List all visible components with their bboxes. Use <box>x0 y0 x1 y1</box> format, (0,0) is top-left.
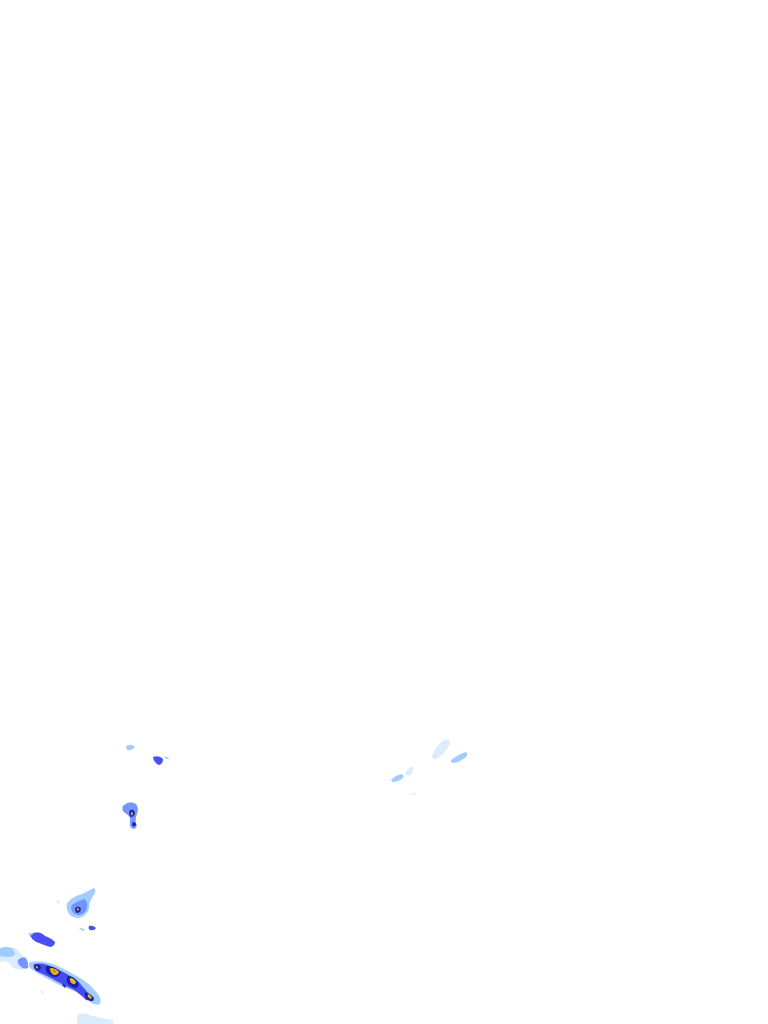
echo-very-light <box>432 739 450 760</box>
echo-strong <box>153 756 163 765</box>
echo-core <box>131 812 133 816</box>
echo-very-light <box>411 792 416 795</box>
echo-core <box>77 908 79 911</box>
echo-light <box>164 756 169 759</box>
echo-core <box>87 994 92 999</box>
echo-heavy <box>132 822 136 827</box>
echo-light <box>0 947 15 957</box>
echo-cluster-lower-left <box>28 888 96 947</box>
echo-core <box>36 966 38 969</box>
echo-very-light <box>405 766 413 776</box>
echo-very-light <box>77 1013 114 1024</box>
echo-light <box>450 752 468 763</box>
echo-light <box>28 933 33 936</box>
echo-core <box>69 978 76 985</box>
echo-cluster-central <box>391 739 468 795</box>
echo-cluster-north-small-b <box>153 756 169 765</box>
echo-cluster-mid-left <box>122 802 138 829</box>
echo-light <box>79 928 85 931</box>
echo-cluster-north-small-a <box>126 744 135 751</box>
echo-very-light <box>40 990 44 994</box>
echo-very-light <box>56 900 60 904</box>
echo-heavy <box>62 984 66 988</box>
echo-strong <box>88 925 96 931</box>
echo-extreme <box>53 970 56 973</box>
echo-moderate <box>17 957 29 969</box>
echo-light <box>126 744 135 751</box>
echo-strong <box>30 932 55 947</box>
echo-light <box>391 774 404 782</box>
echo-cluster-southwest-band <box>0 947 114 1024</box>
